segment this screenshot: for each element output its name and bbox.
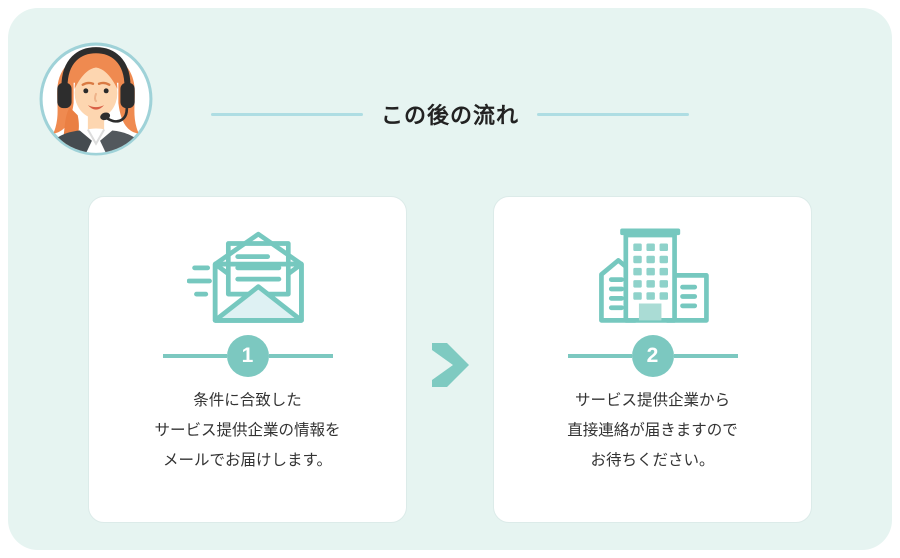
main-panel: この後の流れ — [8, 8, 892, 550]
step-2-description: サービス提供企業から 直接連絡が届きますので お待ちください。 — [494, 386, 811, 476]
flow-steps: 1 条件に合致した サービス提供企業の情報を メールでお届けします。 — [88, 196, 812, 523]
page-title: この後の流れ — [380, 103, 519, 128]
step-2-badge-row: 2 — [494, 335, 811, 377]
step-card-1: 1 条件に合致した サービス提供企業の情報を メールでお届けします。 — [88, 196, 407, 523]
title-divider-right — [537, 112, 689, 116]
step-1-text-line-3: メールでお届けします。 — [163, 452, 332, 469]
step-1-line-right — [268, 354, 333, 358]
step-1-icon-wrap — [89, 217, 406, 329]
step-1-number-badge: 1 — [226, 335, 269, 377]
header: この後の流れ — [8, 98, 892, 130]
step-2-line-right — [673, 354, 738, 358]
step-1-badge-row: 1 — [89, 335, 406, 377]
chevron-right-icon — [431, 343, 469, 387]
step-1-line-left — [162, 354, 227, 358]
title-divider-left — [210, 112, 363, 116]
operator-avatar-icon — [39, 42, 153, 156]
step-2-line-left — [567, 354, 632, 358]
avatar — [37, 40, 155, 158]
step-2-text-line-1: サービス提供企業から — [574, 392, 730, 409]
speeding-envelope-icon — [186, 231, 304, 323]
connector — [407, 196, 493, 523]
step-1-text-line-1: 条件に合致した — [193, 392, 302, 409]
step-2-icon-wrap — [494, 217, 811, 329]
step-1-text-line-2: サービス提供企業の情報を — [154, 422, 341, 439]
step-1-description: 条件に合致した サービス提供企業の情報を メールでお届けします。 — [89, 386, 406, 476]
step-2-text-line-3: お待ちください。 — [590, 452, 715, 469]
step-card-2: 2 サービス提供企業から 直接連絡が届きますので お待ちください。 — [493, 196, 812, 523]
office-building-icon — [598, 228, 709, 323]
step-2-number-badge: 2 — [631, 335, 674, 377]
step-2-text-line-2: 直接連絡が届きますので — [567, 422, 738, 439]
